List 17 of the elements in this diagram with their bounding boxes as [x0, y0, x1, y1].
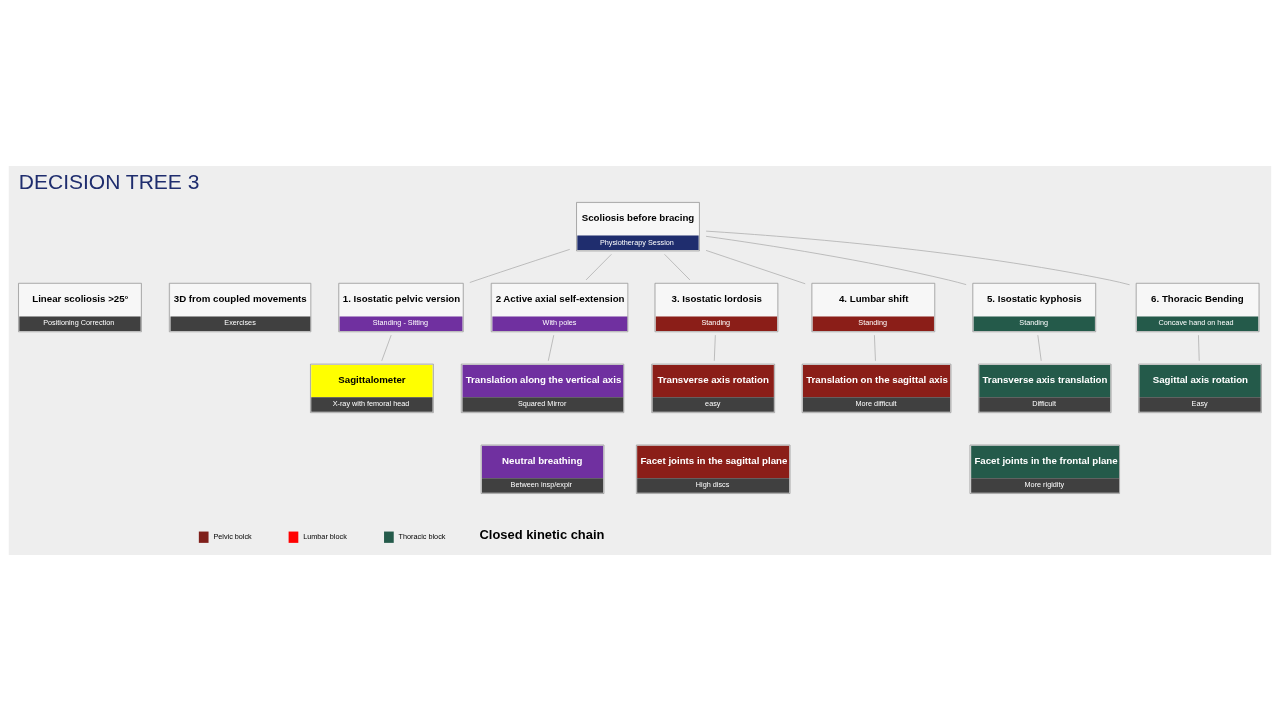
- label: Closed kinetic chain: [479, 526, 605, 542]
- connector: [1198, 334, 1200, 361]
- connector: [381, 334, 392, 361]
- connector: [713, 334, 716, 361]
- connector: [1037, 334, 1042, 361]
- legend-label: Thoracic block: [398, 531, 446, 541]
- connector: [469, 248, 571, 283]
- connector: [874, 334, 876, 361]
- connector: [585, 253, 612, 280]
- connector: [664, 253, 691, 280]
- connector: [705, 235, 967, 285]
- legend-label: Pelvic bolck: [213, 531, 252, 541]
- connector: [705, 249, 806, 284]
- connector: [705, 230, 1130, 285]
- diagram-title: DECISION TREE 3: [18, 169, 200, 193]
- connector: [547, 334, 555, 361]
- legend-label: Lumbar block: [303, 531, 347, 541]
